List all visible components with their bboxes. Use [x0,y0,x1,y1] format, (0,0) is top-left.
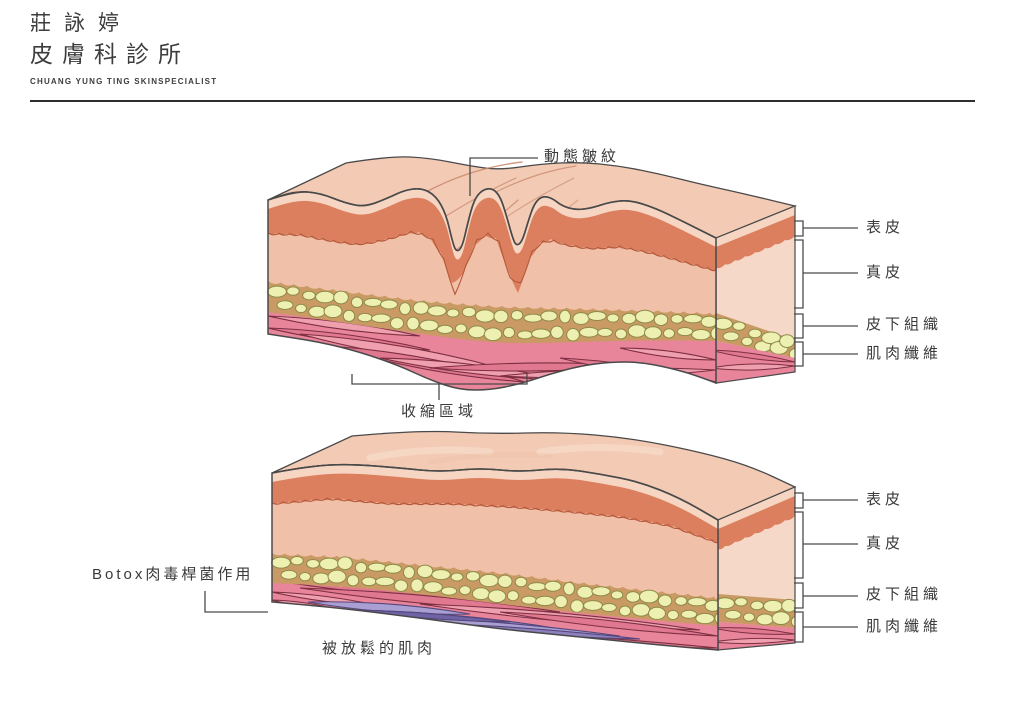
botox-leader-line [204,591,268,613]
relaxed-muscle-label: 被放鬆的肌肉 [322,640,437,657]
brand-name-line2: 皮膚科診所 [30,41,190,68]
upper-wrinkle-leader-line [469,157,538,196]
brand-subtitle: CHUANG YUNG TING SKINSPECIALIST [30,77,218,87]
lower-dermis-bracket [794,511,858,579]
upper-dermis-bracket [794,239,858,309]
upper-epidermis-bracket [794,220,858,237]
botox-effect-label: Botox肉毒桿菌作用 [92,566,254,583]
upper-epidermis-label: 表皮 [866,219,905,236]
upper-skin-block-illustration [267,156,798,391]
lower-muscle-fiber-label: 肌肉纖維 [866,618,943,635]
lower-skin-block-illustration [271,430,797,651]
upper-muscle-bracket [794,341,858,367]
lower-subcutaneous-label: 皮下組織 [866,586,943,603]
upper-diagram-annotations [351,157,858,400]
contraction-zone-label: 收縮區域 [401,403,478,420]
lower-epidermis-label: 表皮 [866,491,905,508]
contraction-zone-brace [351,374,528,400]
lower-dermis-label: 真皮 [866,535,905,552]
upper-dermis-label: 真皮 [866,264,905,281]
brand-name-line1: 莊詠婷 [30,12,132,35]
lower-diagram-annotations [204,492,858,643]
upper-subcutaneous-label: 皮下組織 [866,316,943,333]
upper-muscle-fiber-label: 肌肉纖維 [866,345,943,362]
lower-muscle-bracket [794,611,858,643]
lower-epidermis-bracket [794,492,858,509]
upper-subcutaneous-bracket [794,313,858,339]
lower-subcutaneous-bracket [794,582,858,609]
dynamic-wrinkle-label: 動態皺紋 [544,148,621,165]
header-divider [30,100,975,102]
brand: 莊詠婷 皮膚科診所 CHUANG YUNG TING SKINSPECIALIS… [30,12,217,86]
